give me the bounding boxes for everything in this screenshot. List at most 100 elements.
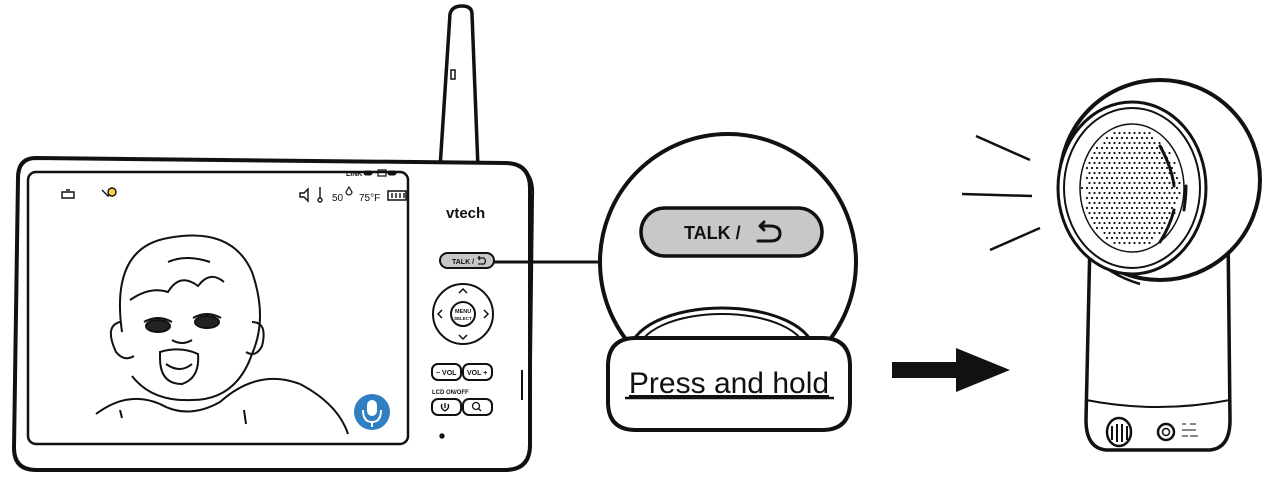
grille-hole xyxy=(1153,231,1156,235)
dpad-up-arrow[interactable] xyxy=(458,287,468,294)
ventilation-slots xyxy=(1158,144,1188,244)
grille-hole xyxy=(1095,226,1099,230)
grille-hole xyxy=(1145,186,1149,190)
grille-hole xyxy=(1090,196,1094,200)
press-and-hold-text: Press and hold xyxy=(629,367,829,400)
grille-hole xyxy=(1125,136,1129,140)
grille-hole xyxy=(1145,196,1149,200)
grille-hole xyxy=(1135,236,1139,240)
grille-hole xyxy=(1115,186,1119,190)
grille-hole xyxy=(1140,196,1144,200)
grille-hole xyxy=(1105,236,1109,240)
grille-hole xyxy=(1170,196,1174,200)
grille-hole xyxy=(1103,231,1106,235)
grille-hole xyxy=(1160,226,1164,230)
dpad-right-arrow[interactable] xyxy=(483,309,490,319)
grille-hole xyxy=(1120,176,1124,180)
grille-hole xyxy=(1115,226,1119,230)
grille-hole xyxy=(1155,226,1159,230)
lcd-power-button[interactable] xyxy=(431,398,462,416)
grille-hole xyxy=(1105,186,1109,190)
grille-hole xyxy=(1178,181,1181,185)
grille-hole xyxy=(1108,191,1111,195)
grille-hole xyxy=(1115,166,1119,170)
grille-hole xyxy=(1095,146,1099,150)
grille-hole xyxy=(1153,201,1156,205)
navigation-dpad[interactable] xyxy=(432,283,494,345)
grille-hole xyxy=(1110,226,1114,230)
volume-down-button[interactable] xyxy=(431,363,462,381)
grille-hole xyxy=(1140,216,1144,220)
grille-hole xyxy=(1123,151,1126,155)
menu-select-button[interactable] xyxy=(450,301,476,327)
grille-hole xyxy=(1115,236,1119,240)
grille-hole xyxy=(1088,161,1091,165)
grille-hole xyxy=(1088,181,1091,185)
grille-hole xyxy=(1163,201,1166,205)
grille-hole xyxy=(1155,166,1159,170)
grille-hole xyxy=(1120,216,1124,220)
grille-hole xyxy=(1113,221,1116,225)
grille-hole xyxy=(1085,176,1089,180)
grille-hole xyxy=(1148,131,1151,135)
grille-hole xyxy=(1105,216,1109,220)
temperature-readout: 75°F xyxy=(359,193,380,204)
grille-hole xyxy=(1163,161,1166,165)
grille-hole xyxy=(1133,231,1136,235)
grille-hole xyxy=(1115,136,1119,140)
grille-hole xyxy=(1125,176,1129,180)
grille-hole xyxy=(1118,181,1121,185)
grille-hole xyxy=(1110,236,1114,240)
grille-hole xyxy=(1115,206,1119,210)
grille-hole xyxy=(1100,146,1104,150)
grille-hole xyxy=(1103,211,1106,215)
grille-hole xyxy=(1148,141,1151,145)
grille-hole xyxy=(1113,161,1116,165)
grille-hole xyxy=(1145,226,1149,230)
grille-hole xyxy=(1103,141,1106,145)
grille-hole xyxy=(1088,191,1091,195)
grille-hole xyxy=(1128,161,1131,165)
grille-hole xyxy=(1110,176,1114,180)
grille-hole xyxy=(1118,211,1121,215)
grille-hole xyxy=(1100,156,1104,160)
grille-hole xyxy=(1123,161,1126,165)
camera-power-button[interactable] xyxy=(1156,422,1176,442)
grille-hole xyxy=(1138,131,1141,135)
grille-hole xyxy=(1160,216,1164,220)
dpad-left-arrow[interactable] xyxy=(436,309,443,319)
brand-logo: vtech xyxy=(446,205,485,222)
grille-hole xyxy=(1123,211,1126,215)
magnified-talk-button[interactable] xyxy=(639,206,824,258)
grille-hole xyxy=(1118,201,1121,205)
grille-hole xyxy=(1125,226,1129,230)
dpad-down-arrow[interactable] xyxy=(458,334,468,341)
grille-hole xyxy=(1098,181,1101,185)
grille-hole xyxy=(1095,186,1099,190)
grille-hole xyxy=(1130,166,1134,170)
grille-hole xyxy=(1153,191,1156,195)
volume-up-button[interactable] xyxy=(462,363,493,381)
grille-hole xyxy=(1158,191,1161,195)
grille-hole xyxy=(1130,176,1134,180)
grille-hole xyxy=(1130,156,1134,160)
grille-hole xyxy=(1145,156,1149,160)
grille-hole xyxy=(1165,166,1169,170)
grille-hole xyxy=(1120,166,1124,170)
grille-hole xyxy=(1125,216,1129,220)
grille-hole xyxy=(1158,151,1161,155)
grille-hole xyxy=(1093,181,1096,185)
grille-hole xyxy=(1140,146,1144,150)
grille-hole xyxy=(1130,216,1134,220)
grille-hole xyxy=(1140,236,1144,240)
grille-hole xyxy=(1150,206,1154,210)
grille-hole xyxy=(1128,201,1131,205)
grille-hole xyxy=(1093,211,1096,215)
grille-hole xyxy=(1103,221,1106,225)
grille-hole xyxy=(1108,201,1111,205)
grille-hole xyxy=(1113,131,1116,135)
grille-hole xyxy=(1153,211,1156,215)
zoom-button[interactable] xyxy=(462,398,493,416)
grille-hole xyxy=(1123,171,1126,175)
grille-hole xyxy=(1158,181,1161,185)
